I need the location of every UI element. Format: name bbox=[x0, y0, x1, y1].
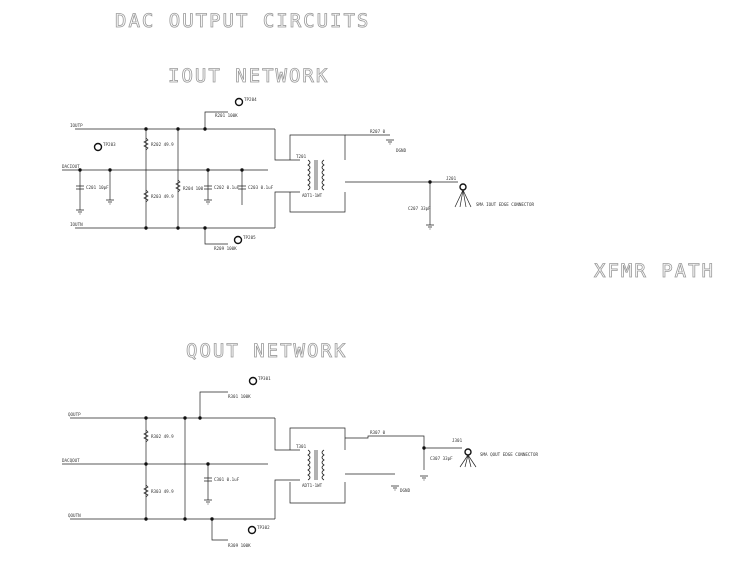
iout-xfmr-primary bbox=[307, 159, 311, 191]
iout-r-b-label: R203 49.9 bbox=[151, 194, 174, 199]
iout-r-top-label: R201 100K bbox=[215, 113, 238, 118]
qout-xfmr-primary bbox=[307, 449, 311, 481]
iout-gnd-label: DGND bbox=[396, 148, 407, 153]
iout-tp-top-label: TP204 bbox=[244, 97, 257, 102]
iout-r-out-label: R207 0 bbox=[370, 129, 386, 134]
iout-resistor-a bbox=[143, 137, 149, 151]
qout-r-out-label: R307 0 bbox=[370, 430, 386, 435]
iout-test-point-top[interactable] bbox=[234, 97, 244, 107]
iout-sma-pins bbox=[454, 189, 472, 208]
iout-sma-connector[interactable] bbox=[459, 183, 467, 191]
iout-c-b-label: C202 0.1uF bbox=[214, 185, 240, 190]
iout-bot-pullup bbox=[204, 228, 228, 245]
iout-xfmr-loop bbox=[289, 134, 346, 213]
qout-tp-top-label: TP301 bbox=[258, 376, 271, 381]
iout-tp-left-label: TP203 bbox=[103, 142, 116, 147]
qout-ground-1 bbox=[204, 499, 212, 505]
iout-xfmr-feed bbox=[274, 129, 300, 228]
iout-cap-b bbox=[204, 185, 212, 190]
qout-test-point-bottom[interactable] bbox=[247, 525, 257, 535]
qout-tp-bot-label: TP302 bbox=[257, 525, 270, 530]
iout-conn-desc-label: SMA IOUT EDGE CONNECTOR bbox=[476, 202, 534, 207]
qout-cap-a bbox=[204, 477, 212, 482]
qout-xfmr-part-label: ADT1-1WT bbox=[302, 483, 323, 488]
iout-resistor-b bbox=[143, 189, 149, 203]
qout-test-point-top[interactable] bbox=[248, 376, 258, 386]
qout-ground-2 bbox=[391, 485, 399, 491]
iout-cap-a bbox=[76, 185, 84, 190]
iout-net-mid-label: DACIOUT bbox=[62, 164, 80, 169]
iout-ground-3 bbox=[204, 199, 212, 205]
iout-resistor-c bbox=[175, 179, 181, 193]
iout-r-bot-label: R209 100K bbox=[214, 246, 237, 251]
iout-network-title: IOUT NETWORK bbox=[168, 65, 329, 87]
schematic-title: DAC OUTPUT CIRCUITS bbox=[115, 10, 370, 32]
iout-junctions bbox=[78, 127, 244, 230]
qout-output-line bbox=[345, 435, 462, 475]
qout-net-bot-label: QOUTN bbox=[68, 513, 81, 518]
qout-conn-desc-label: SMA QOUT EDGE CONNECTOR bbox=[480, 452, 538, 457]
iout-xfmr-part-label: ADT1-1WT bbox=[302, 193, 323, 198]
qout-net-mid-label: DACQOUT bbox=[62, 458, 80, 463]
qout-network: QOUTP DACQOUT QOUTN TP301 TP302 R301 100… bbox=[62, 376, 538, 548]
iout-c-c-label: C203 0.1uF bbox=[248, 185, 274, 190]
qout-c-out-label: C307 33pF bbox=[430, 456, 453, 461]
iout-ground-5 bbox=[426, 224, 434, 230]
qout-xfmr-core bbox=[314, 450, 318, 480]
iout-ground-4 bbox=[386, 139, 394, 145]
iout-c-a-label: C201 10pF bbox=[86, 185, 109, 190]
iout-net-top-label: IOUTP bbox=[70, 123, 83, 128]
qout-r-top-label: R301 100K bbox=[228, 394, 251, 399]
iout-top-pullup bbox=[204, 111, 228, 129]
iout-tp-bot-label: TP205 bbox=[243, 235, 256, 240]
qout-resistor-a bbox=[143, 429, 149, 443]
iout-test-point-bottom[interactable] bbox=[233, 235, 243, 245]
iout-xfmr-secondary bbox=[321, 159, 325, 191]
qout-c-a-label: C301 0.1uF bbox=[214, 477, 240, 482]
iout-c-out-label: C207 33pF bbox=[408, 206, 431, 211]
iout-xfmr-core bbox=[314, 160, 318, 190]
qout-net-top-label: QOUTP bbox=[68, 412, 81, 417]
qout-top-pullup bbox=[199, 391, 228, 418]
qout-r-b-label: R303 49.9 bbox=[151, 489, 174, 494]
qout-network-title: QOUT NETWORK bbox=[186, 340, 347, 362]
qout-conn-label: J301 bbox=[452, 438, 463, 443]
qout-sma-pins bbox=[459, 454, 477, 468]
qout-xfmr-label: T301 bbox=[296, 444, 307, 449]
qout-bot-pullup bbox=[211, 519, 228, 541]
iout-ground-1 bbox=[76, 209, 84, 215]
iout-ground-2 bbox=[106, 199, 114, 205]
iout-net-bot-label: IOUTN bbox=[70, 222, 83, 227]
iout-cap-c bbox=[238, 185, 246, 190]
qout-xfmr-secondary bbox=[321, 449, 325, 481]
qout-r-bot-label: R309 100K bbox=[228, 543, 251, 548]
iout-xfmr-label: T201 bbox=[296, 154, 307, 159]
iout-network: IOUTP DACIOUT IOUTN TP203 TP204 TP205 R2… bbox=[62, 97, 534, 251]
iout-r-a-label: R202 49.9 bbox=[151, 142, 174, 147]
qout-junctions bbox=[144, 416, 214, 521]
qout-gnd-label: DGND bbox=[400, 488, 411, 493]
iout-r-c-label: R204 100 bbox=[183, 186, 204, 191]
qout-resistor-b bbox=[143, 484, 149, 498]
iout-test-point-left[interactable] bbox=[93, 142, 103, 152]
qout-xfmr-feed bbox=[274, 418, 300, 519]
qout-xfmr-loop bbox=[289, 427, 346, 504]
qout-sma-connector[interactable] bbox=[464, 448, 472, 456]
qout-r-a-label: R302 49.9 bbox=[151, 434, 174, 439]
qout-ground-3 bbox=[420, 475, 428, 481]
iout-output-line bbox=[345, 134, 458, 183]
iout-branches bbox=[79, 129, 243, 228]
iout-conn-label: J201 bbox=[446, 176, 457, 181]
xfmr-path-title: XFMR PATH bbox=[594, 260, 715, 282]
